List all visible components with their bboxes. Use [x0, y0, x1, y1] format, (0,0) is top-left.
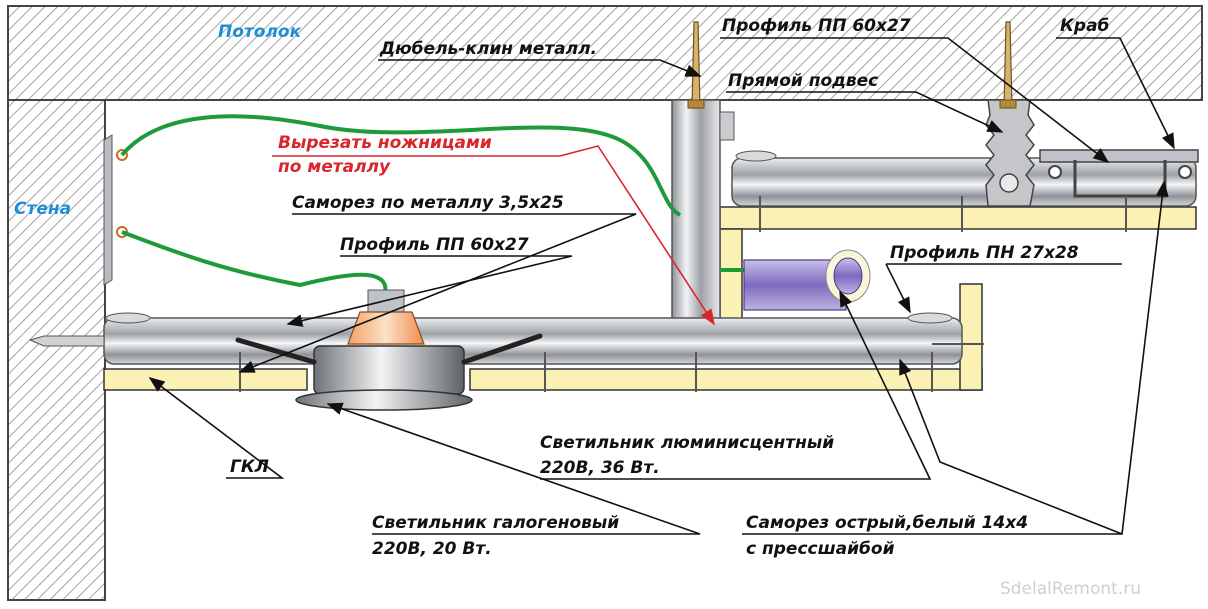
gkl-vertical-right [959, 283, 983, 391]
label-direct-hanger: Прямой подвес [728, 71, 878, 91]
label-fluor-line2: 220В, 36 Вт. [540, 458, 660, 478]
label-profile-pp-low: Профиль ПП 60х27 [340, 235, 529, 255]
label-ceiling: Потолок [218, 22, 302, 42]
wire-lower [121, 230, 388, 296]
label-wall: Стена [14, 199, 71, 219]
direct-hanger [985, 99, 1035, 207]
wall-screw [28, 335, 105, 347]
crab-connector [1039, 149, 1199, 198]
watermark: SdelalRemont.ru [1000, 579, 1141, 599]
gkl-upper [719, 206, 1197, 230]
leader-lines [148, 37, 1175, 535]
label-cut-line1: Вырезать ножницами [278, 133, 492, 153]
gkl-vertical-left [719, 228, 743, 323]
label-halogen-line1: Светильник галогеновый [372, 513, 619, 533]
label-gkl: ГКЛ [230, 457, 269, 477]
label-halogen-line2: 220В, 20 Вт. [372, 539, 492, 559]
red-leader [272, 145, 715, 326]
label-crab: Краб [1060, 16, 1109, 36]
label-profile-pp-top: Профиль ПП 60х27 [722, 16, 911, 36]
label-screw-metal: Саморез по металлу 3,5х25 [292, 193, 564, 213]
halogen-lamp [235, 289, 543, 411]
wall [7, 99, 106, 601]
gkl-lower [103, 368, 308, 391]
label-screw-sharp-line1: Саморез острый,белый 14х4 [746, 513, 1028, 533]
wire-upper [120, 114, 682, 217]
wire-bracket [103, 134, 128, 286]
label-cut-line2: по металлу [278, 157, 391, 177]
fluorescent-lamp [743, 249, 871, 311]
ceiling-slab [7, 5, 1203, 101]
label-profile-pn: Профиль ПН 27х28 [890, 243, 1079, 263]
label-anchor: Дюбель-клин металл. [379, 39, 597, 59]
profile-pp-upper [731, 150, 1197, 207]
label-fluor-line1: Светильник люминисцентный [540, 433, 834, 453]
label-screw-sharp-line2: с прессшайбой [746, 539, 895, 559]
